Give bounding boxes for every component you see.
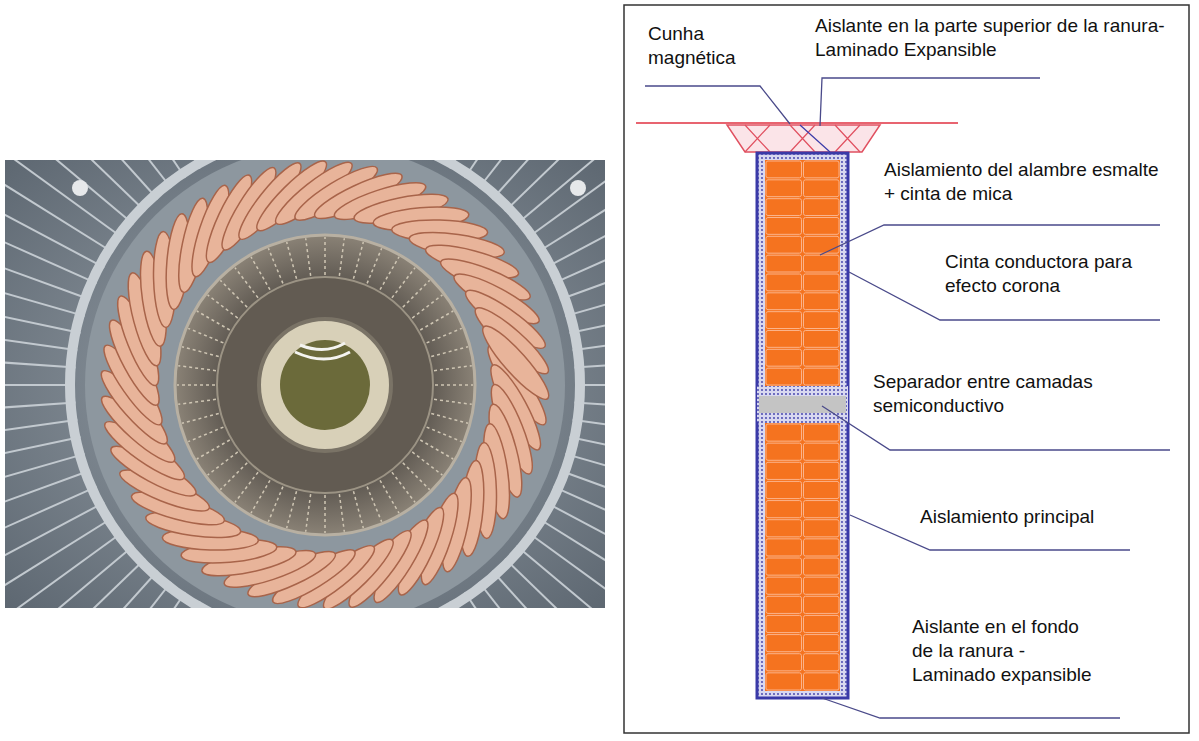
part-label: Aislamiento principal: [920, 505, 1170, 529]
magnetic-wedge: [727, 125, 880, 152]
part-label: Aislante en la parte superior de la ranu…: [815, 14, 1165, 62]
part-label: Cunha magnética: [648, 22, 760, 70]
part-label: Cinta conductora para efecto corona: [945, 250, 1170, 298]
stator-photo: [5, 160, 605, 608]
part-label: Separador entre camadas semiconductivo: [873, 370, 1173, 418]
part-label: Aislante en el fondo de la ranura - Lami…: [912, 615, 1104, 687]
part-label: Aislamiento del alambre esmalte + cinta …: [884, 158, 1174, 206]
frame: [624, 5, 1189, 733]
bore-line: [636, 122, 958, 124]
slot-section: [757, 153, 848, 698]
